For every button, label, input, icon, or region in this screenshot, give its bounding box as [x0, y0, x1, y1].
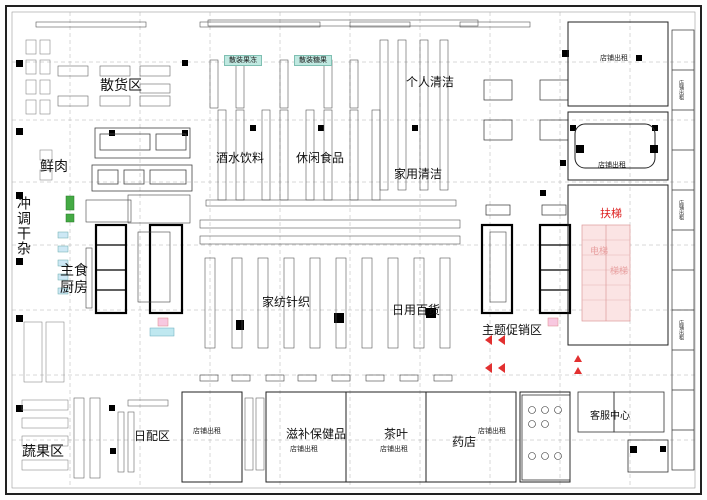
zone-snacks: 休闲食品 — [296, 151, 345, 165]
zone-seasoning-dry: 冲调干杂 — [15, 196, 31, 256]
escalator-label-left: 电梯 — [590, 247, 609, 257]
bottom-shops — [181, 391, 571, 483]
zone-promo: 主题促销区 — [482, 323, 543, 337]
shop-label-mid: 店铺出租 — [598, 161, 626, 169]
zone-bulk-goods: 散货区 — [100, 78, 142, 94]
left-wall-racks — [25, 39, 53, 181]
zone-health: 滋补保健品 — [286, 427, 347, 441]
zone-textiles: 家纺针织 — [262, 295, 311, 309]
zone-daily-goods: 日配区 — [134, 429, 171, 443]
shop-label-right-2: 店铺出租 — [678, 200, 684, 220]
zone-home-cleaning: 家用清洁 — [394, 167, 443, 181]
shop-label-3: 店铺出租 — [380, 445, 408, 453]
zone-fresh-meat: 鲜肉 — [40, 159, 68, 175]
sign-bulk-fruit: 散装果冻 — [224, 55, 262, 66]
escalator-label-right: 梯梯 — [610, 267, 629, 277]
shop-label-top: 店铺出租 — [600, 54, 628, 62]
shop-label-right-1: 店铺出租 — [678, 80, 684, 100]
zone-tea: 茶叶 — [384, 427, 409, 441]
bulk-tables — [57, 65, 171, 107]
columns — [16, 50, 666, 454]
shop-label-1: 店铺出租 — [193, 427, 221, 435]
sign-bulk-candy: 散装糖果 — [294, 55, 332, 66]
zone-personal-care: 个人清洁 — [406, 75, 455, 89]
escalator-red-label: 扶梯 — [600, 207, 622, 220]
right-shops — [671, 29, 695, 471]
zone-wine-drinks: 酒水饮料 — [216, 151, 265, 165]
zone-customer-service: 客服中心 — [590, 411, 630, 422]
outer-wall — [5, 5, 702, 495]
shop-label-2: 店铺出租 — [290, 445, 318, 453]
shop-label-4: 店铺出租 — [478, 427, 506, 435]
zone-staple-kitchen: 主食厨房 — [60, 263, 88, 296]
center-shelves-bottom — [199, 219, 461, 349]
shop-label-right-3: 店铺出租 — [678, 320, 684, 340]
zone-produce: 蔬果区 — [22, 444, 64, 460]
zone-pharmacy: 药店 — [452, 435, 477, 449]
kitchen-cases — [94, 223, 572, 315]
entrance-arrows — [485, 335, 582, 374]
zone-daily-general: 日用百货 — [392, 303, 441, 317]
